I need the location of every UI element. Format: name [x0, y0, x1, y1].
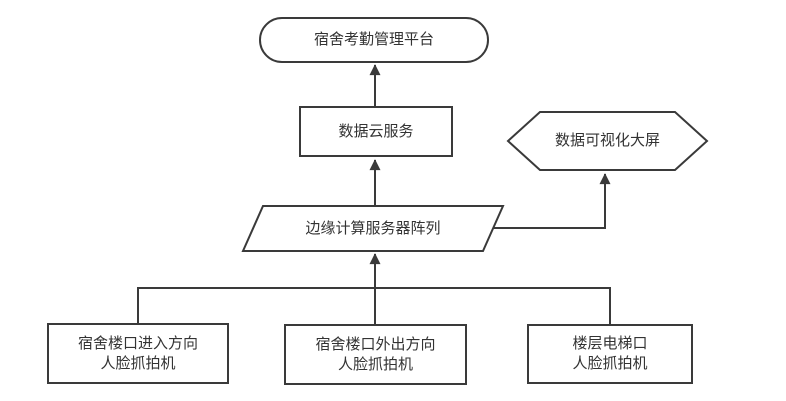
node-bigscreen-shape — [506, 111, 709, 171]
node-cam-in-shape — [47, 323, 229, 384]
node-edge-array-shape — [241, 205, 505, 252]
node-platform-shape — [259, 17, 489, 63]
node-cam-elevator-shape — [527, 324, 693, 384]
node-cloud-shape — [299, 106, 453, 157]
node-cam-out-shape — [284, 324, 467, 385]
arrow-array-to-bigscreen — [493, 173, 611, 229]
